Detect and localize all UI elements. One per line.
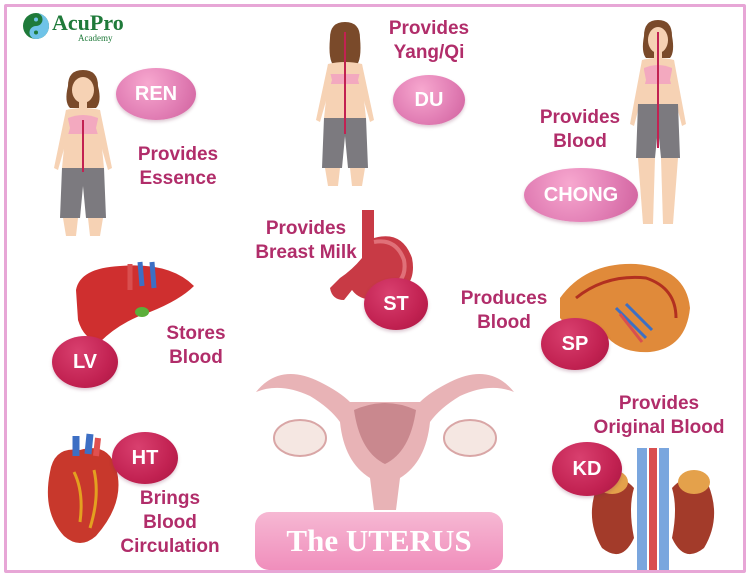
ren-badge: REN bbox=[116, 68, 196, 120]
lv-text-line-2: Blood bbox=[169, 347, 223, 368]
kd-badge: KD bbox=[552, 442, 622, 496]
ren-description: Provides Essence bbox=[126, 143, 230, 191]
st-description: Provides Breast Milk bbox=[246, 217, 366, 265]
chong-text-line-1: Provides bbox=[539, 107, 621, 128]
chong-description: Provides Blood bbox=[530, 106, 630, 154]
st-text-line-1: Provides bbox=[265, 218, 347, 239]
chong-body-figure bbox=[630, 20, 686, 224]
diagram-frame bbox=[4, 4, 746, 573]
du-text-line-1: Provides bbox=[388, 18, 470, 39]
st-text-line-2: Breast Milk bbox=[255, 242, 357, 263]
ren-body-figure bbox=[54, 70, 112, 236]
uterus-title: The UTERUS bbox=[255, 512, 503, 570]
kd-description: Provides Original Blood bbox=[586, 392, 732, 440]
liver-illustration bbox=[76, 261, 194, 342]
du-body-figure bbox=[316, 22, 374, 186]
du-text-line-2: Yang/Qi bbox=[393, 42, 465, 63]
lv-badge: LV bbox=[52, 336, 118, 388]
ht-text-line-2: Blood bbox=[143, 512, 197, 533]
kd-text-line-1: Provides bbox=[618, 393, 700, 414]
yin-yang-logo-icon bbox=[23, 13, 49, 39]
chong-text-line-2: Blood bbox=[553, 131, 607, 152]
sp-description: Produces Blood bbox=[452, 287, 556, 335]
logo-name: AcuPro bbox=[52, 10, 124, 35]
ht-text-line-3: Circulation bbox=[120, 536, 220, 557]
chong-badge: CHONG bbox=[524, 168, 638, 222]
ht-text-line-1: Brings bbox=[139, 488, 201, 509]
sp-text-line-2: Blood bbox=[477, 312, 531, 333]
uterus-illustration bbox=[256, 374, 514, 510]
sp-badge: SP bbox=[541, 318, 609, 370]
heart-illustration bbox=[47, 433, 119, 543]
ren-text-line-1: Provides bbox=[137, 144, 219, 165]
du-badge: DU bbox=[393, 75, 465, 125]
logo-sub: Academy bbox=[78, 33, 113, 43]
sp-text-line-1: Produces bbox=[460, 288, 548, 309]
du-description: Provides Yang/Qi bbox=[374, 17, 484, 65]
ren-text-line-2: Essence bbox=[139, 168, 217, 189]
lv-text-line-1: Stores bbox=[166, 323, 226, 344]
kd-text-line-2: Original Blood bbox=[593, 417, 725, 438]
lv-description: Stores Blood bbox=[156, 322, 236, 370]
ht-badge: HT bbox=[112, 432, 178, 484]
ht-description: Brings Blood Circulation bbox=[112, 487, 228, 559]
st-badge: ST bbox=[364, 278, 428, 330]
